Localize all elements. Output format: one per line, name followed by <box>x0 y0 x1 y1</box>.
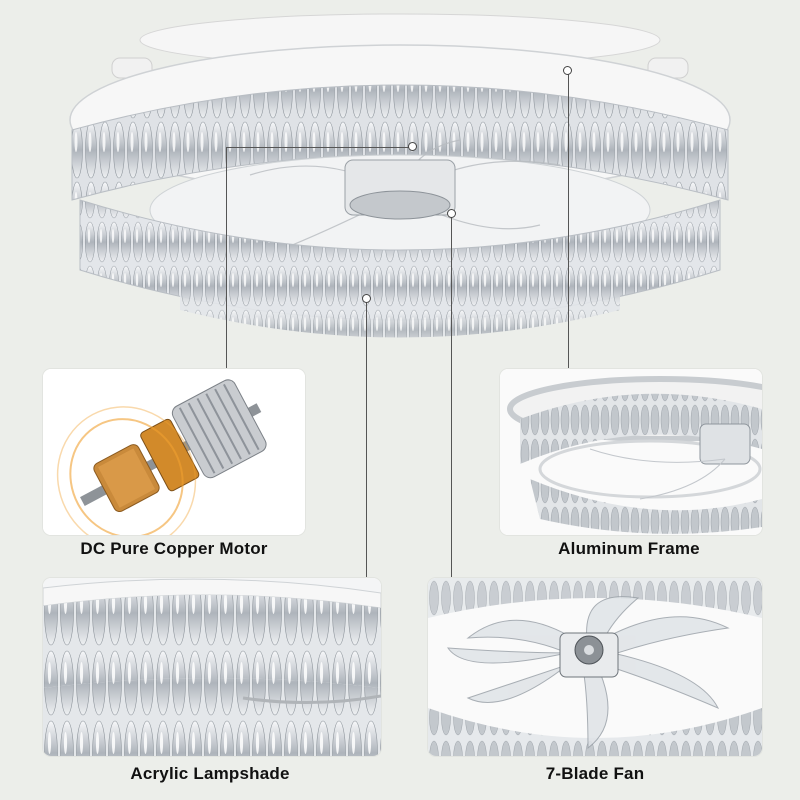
frame-callout-dot <box>563 66 572 75</box>
frame-label: Aluminum Frame <box>558 539 700 558</box>
fan-panel <box>428 578 762 756</box>
lampshade-panel <box>43 578 381 756</box>
fan-callout-line <box>451 217 452 578</box>
motor-panel <box>43 369 305 535</box>
ceiling-fan-hero-image <box>69 13 731 338</box>
motor-callout-line <box>226 147 227 369</box>
seven-blade-fan-image <box>428 578 762 756</box>
motor-callout-dot <box>408 142 417 151</box>
acrylic-lampshade-image <box>43 578 381 756</box>
motor-callout-connector <box>226 147 412 148</box>
copper-motor-image <box>43 369 305 535</box>
lampshade-label: Acrylic Lampshade <box>130 764 290 783</box>
frame-panel <box>500 369 762 535</box>
lampshade-callout-line <box>366 302 367 578</box>
aluminum-frame-image <box>500 369 762 535</box>
frame-callout-line <box>568 74 569 370</box>
lampshade-callout-dot <box>362 294 371 303</box>
fan-label: 7-Blade Fan <box>545 764 645 783</box>
motor-label: DC Pure Copper Motor <box>80 539 268 558</box>
fan-callout-dot <box>447 209 456 218</box>
